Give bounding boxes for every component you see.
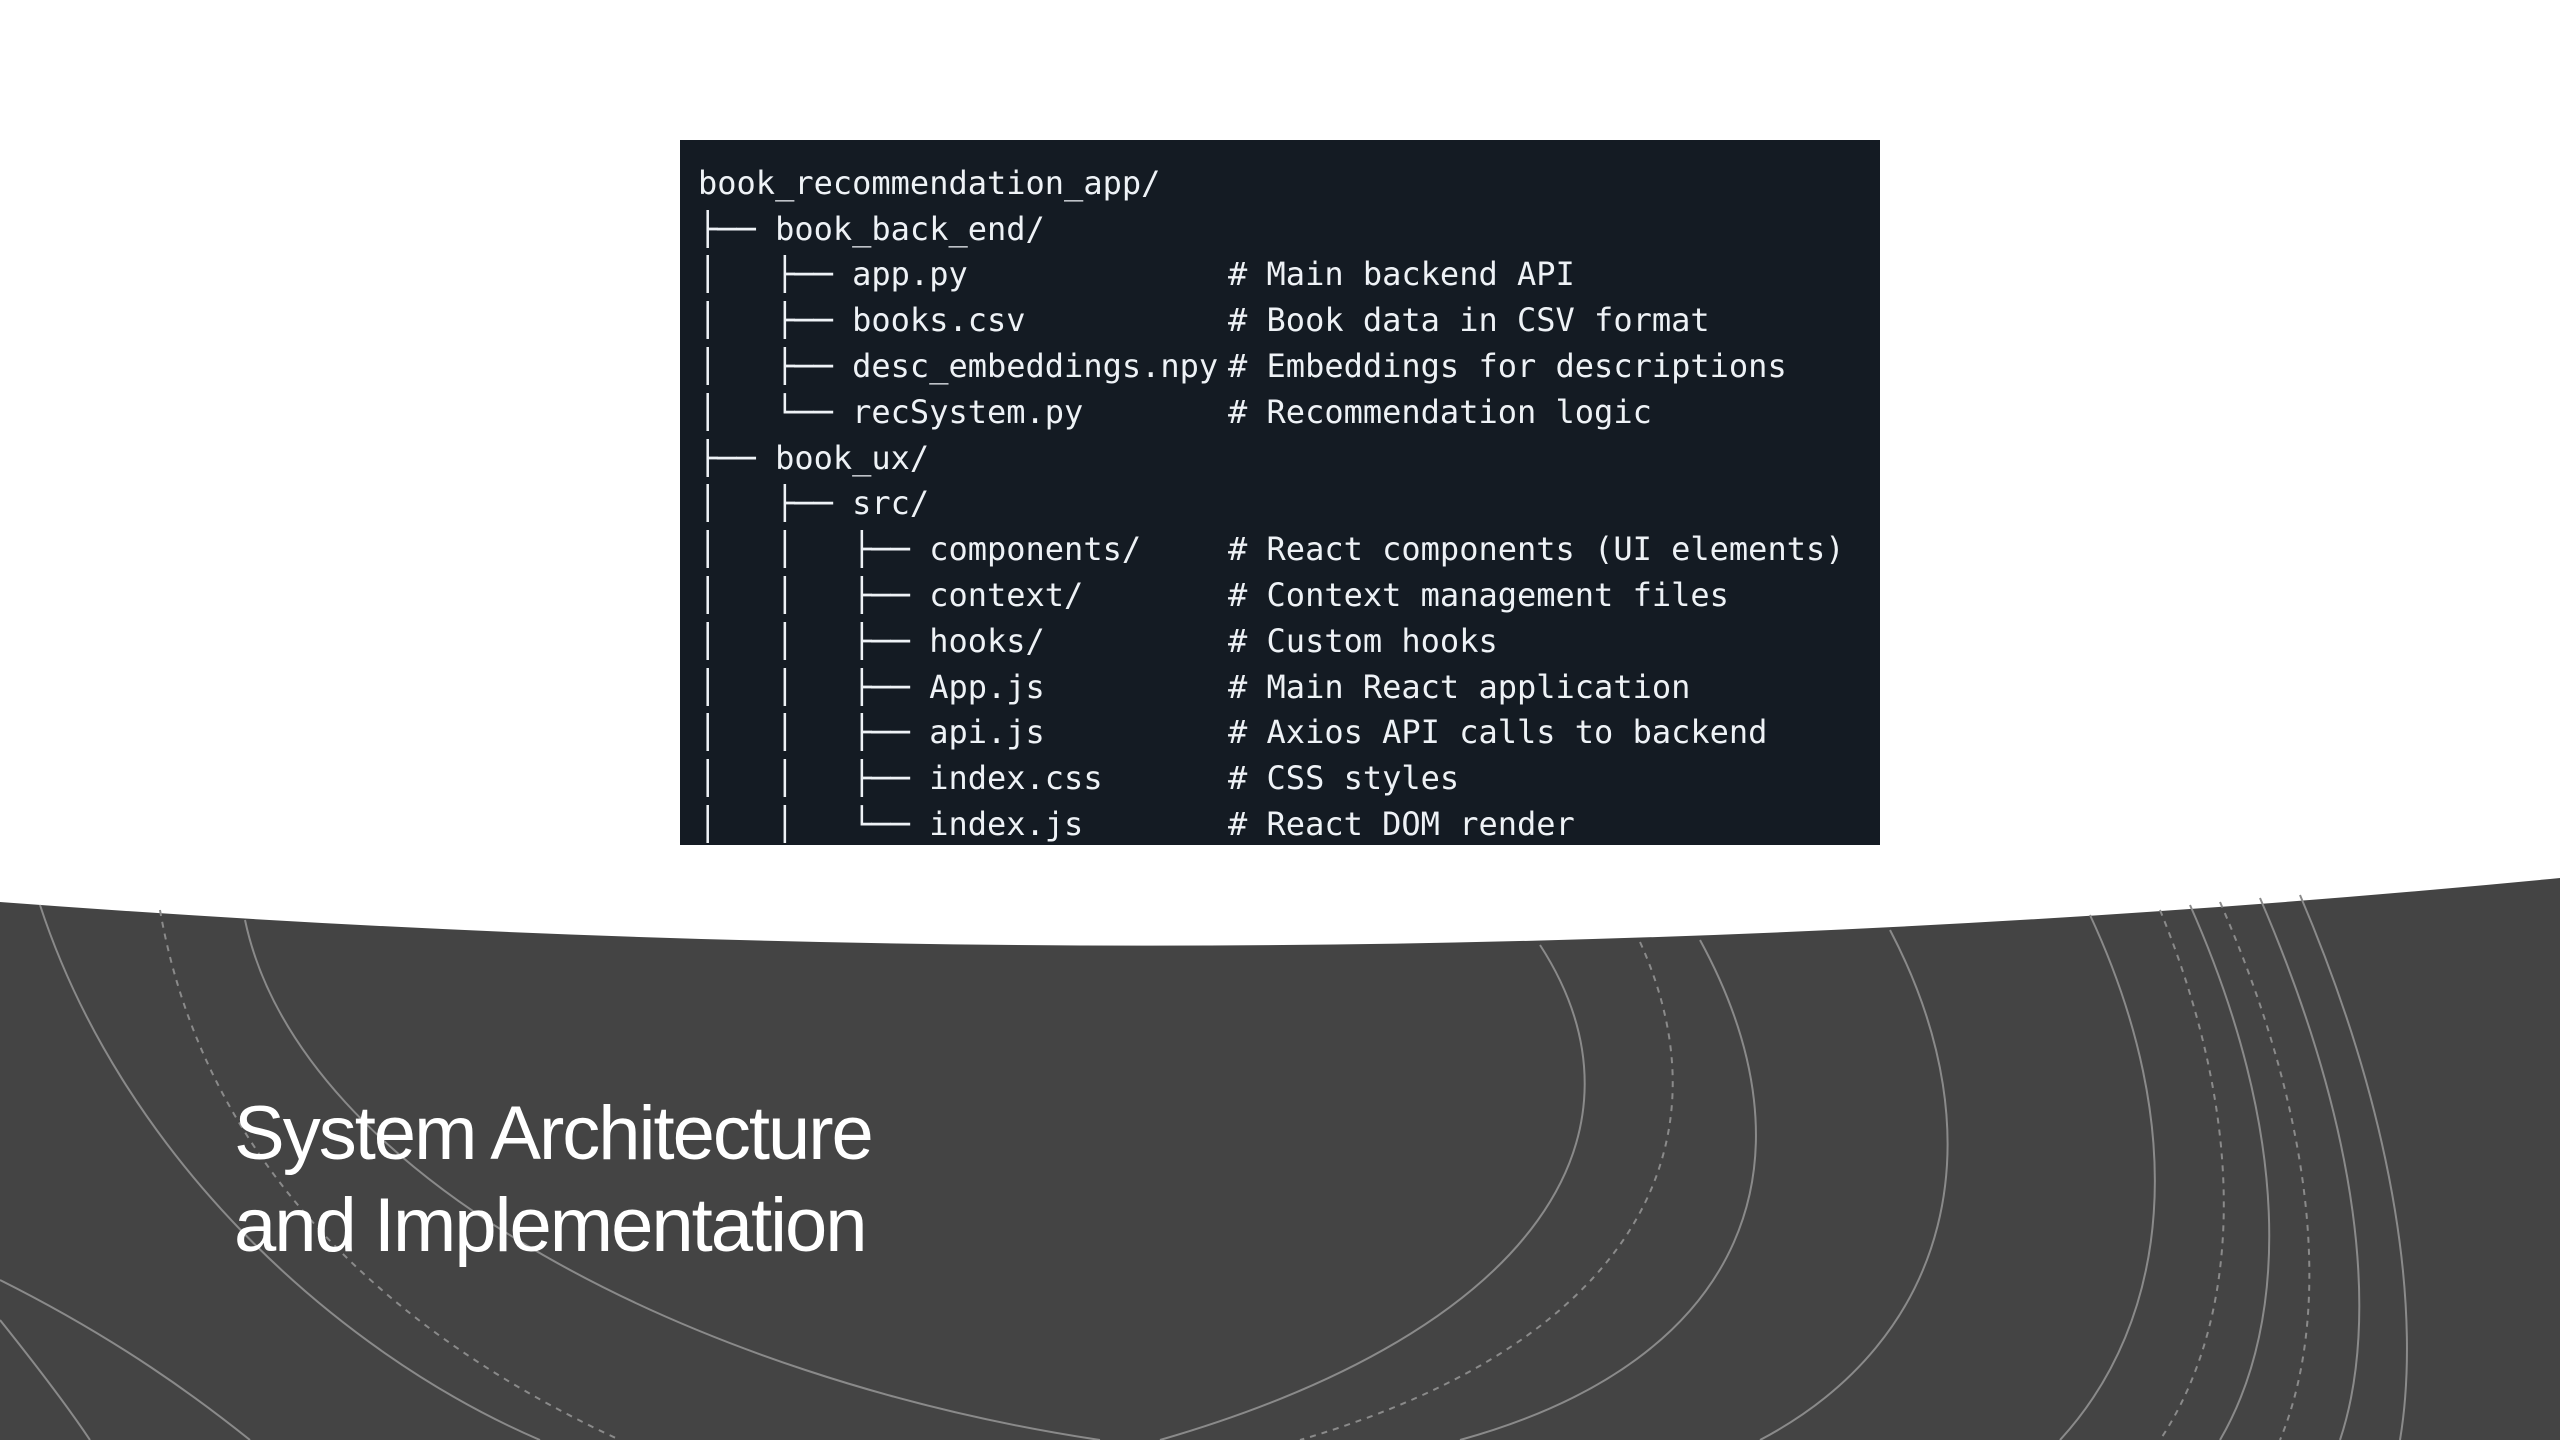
dark-band [0, 878, 2560, 1440]
tree-line: │ ├── books.csv # Book data in CSV format [698, 297, 1880, 343]
tree-entry-name: │ │ ├── context/ [698, 576, 1084, 615]
tree-entry-comment: # Recommendation logic [1228, 392, 1652, 431]
tree-line: ├── book_back_end/ [698, 206, 1880, 252]
tree-entry-comment: # Axios API calls to backend [1228, 713, 1768, 752]
tree-entry-comment: # React components (UI elements) [1228, 530, 1845, 569]
tree-entry-name: │ │ ├── App.js [698, 667, 1045, 706]
tree-entry-name: │ └── recSystem.py [698, 392, 1084, 431]
tree-line: │ │ ├── index.css # CSS styles [698, 755, 1880, 801]
slide-title: System Architecture and Implementation [234, 1088, 1334, 1272]
tree-entry-name: │ │ ├── api.js [698, 713, 1045, 752]
tree-entry-comment: # Embeddings for descriptions [1228, 347, 1787, 386]
tree-line: │ │ ├── hooks/ # Custom hooks [698, 618, 1880, 664]
tree-line: │ ├── app.py # Main backend API [698, 252, 1880, 298]
slide-title-line-2: and Implementation [234, 1183, 868, 1268]
tree-entry-name: │ ├── app.py [698, 255, 968, 294]
tree-entry-name: ├── book_ux/ [698, 438, 930, 477]
tree-entry-name: book_recommendation_app/ [698, 163, 1161, 202]
tree-line: │ │ ├── components/ # React components (U… [698, 526, 1880, 572]
tree-entry-comment: # Main React application [1228, 667, 1691, 706]
tree-entry-name: │ │ ├── components/ [698, 530, 1142, 569]
tree-line: │ │ ├── context/ # Context management fil… [698, 572, 1880, 618]
decorative-arcs [0, 894, 2408, 1440]
tree-entry-name: │ ├── src/ [698, 484, 930, 523]
tree-entry-comment: # CSS styles [1228, 759, 1460, 798]
tree-line: │ ├── src/ [698, 481, 1880, 527]
tree-entry-comment: # Context management files [1228, 576, 1729, 615]
tree-entry-name: │ ├── books.csv [698, 301, 1026, 340]
code-screenshot-panel: book_recommendation_app/ ├── book_back_e… [680, 140, 1880, 845]
tree-entry-name: │ │ ├── index.css [698, 759, 1103, 798]
tree-entry-name: ├── book_back_end/ [698, 209, 1045, 248]
tree-entry-name: │ │ ├── hooks/ [698, 621, 1045, 660]
tree-entry-name: │ │ └── index.js [698, 805, 1084, 844]
tree-entry-comment: # Custom hooks [1228, 621, 1498, 660]
tree-line: book_recommendation_app/ [698, 160, 1880, 206]
tree-line: │ │ └── index.js # React DOM render [698, 801, 1880, 845]
slide-title-line-1: System Architecture [234, 1091, 874, 1176]
tree-entry-comment: # Main backend API [1228, 255, 1575, 294]
tree-line: │ │ ├── App.js # Main React application [698, 664, 1880, 710]
tree-entry-comment: # Book data in CSV format [1228, 301, 1710, 340]
tree-line: │ │ ├── api.js # Axios API calls to backe… [698, 710, 1880, 756]
tree-line: │ ├── desc_embeddings.npy# Embeddings fo… [698, 343, 1880, 389]
tree-line: ├── book_ux/ [698, 435, 1880, 481]
tree-line: │ └── recSystem.py # Recommendation logic [698, 389, 1880, 435]
tree-entry-comment: # React DOM render [1228, 805, 1575, 844]
tree-entry-name: │ ├── desc_embeddings.npy [698, 347, 1219, 386]
